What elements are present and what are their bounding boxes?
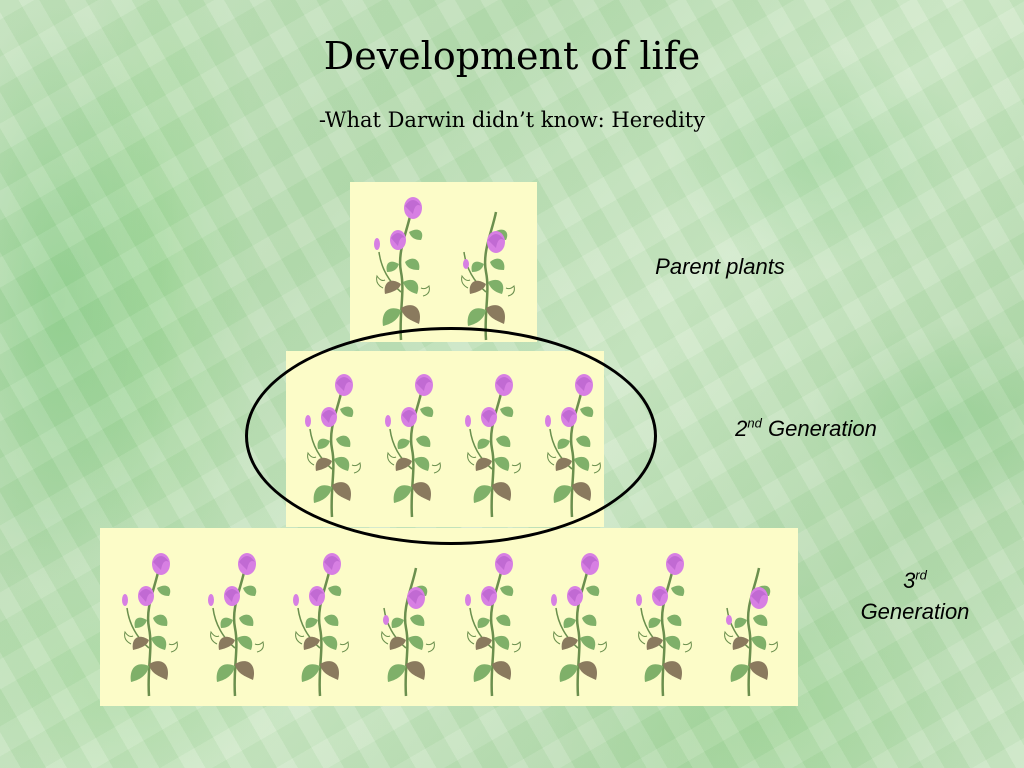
third-generation-ordinal: rd bbox=[915, 567, 927, 583]
parent-plants-label-text: Parent plants bbox=[655, 254, 785, 279]
second-generation-ordinal: nd bbox=[747, 415, 762, 431]
pea-plant-single-flower bbox=[446, 192, 526, 342]
pea-plant-double-flower bbox=[452, 548, 532, 698]
slide-subtitle: -What Darwin didn’t know: Heredity bbox=[318, 108, 706, 132]
pea-plant-double-flower bbox=[538, 548, 618, 698]
parent-plants-label: Parent plants bbox=[640, 252, 800, 283]
third-generation-panel bbox=[100, 528, 798, 706]
slide-title: Development of life bbox=[323, 34, 701, 78]
third-generation-label: 3rd Generation bbox=[840, 566, 990, 628]
second-generation-highlight-ellipse bbox=[245, 327, 657, 545]
pea-plant-double-flower bbox=[623, 548, 703, 698]
pea-plant-single-flower bbox=[709, 548, 789, 698]
third-generation-number: 3 bbox=[903, 568, 916, 593]
second-generation-label: 2nd Generation bbox=[716, 414, 896, 445]
pea-plant-double-flower bbox=[280, 548, 360, 698]
third-generation-word: Generation bbox=[860, 598, 970, 624]
parent-plants-panel bbox=[350, 182, 537, 342]
second-generation-word: Generation bbox=[761, 416, 877, 441]
pea-plant-single-flower bbox=[366, 548, 446, 698]
pea-plant-double-flower bbox=[109, 548, 189, 698]
second-generation-number: 2 bbox=[735, 416, 748, 441]
pea-plant-double-flower bbox=[195, 548, 275, 698]
pea-plant-double-flower bbox=[361, 192, 441, 342]
